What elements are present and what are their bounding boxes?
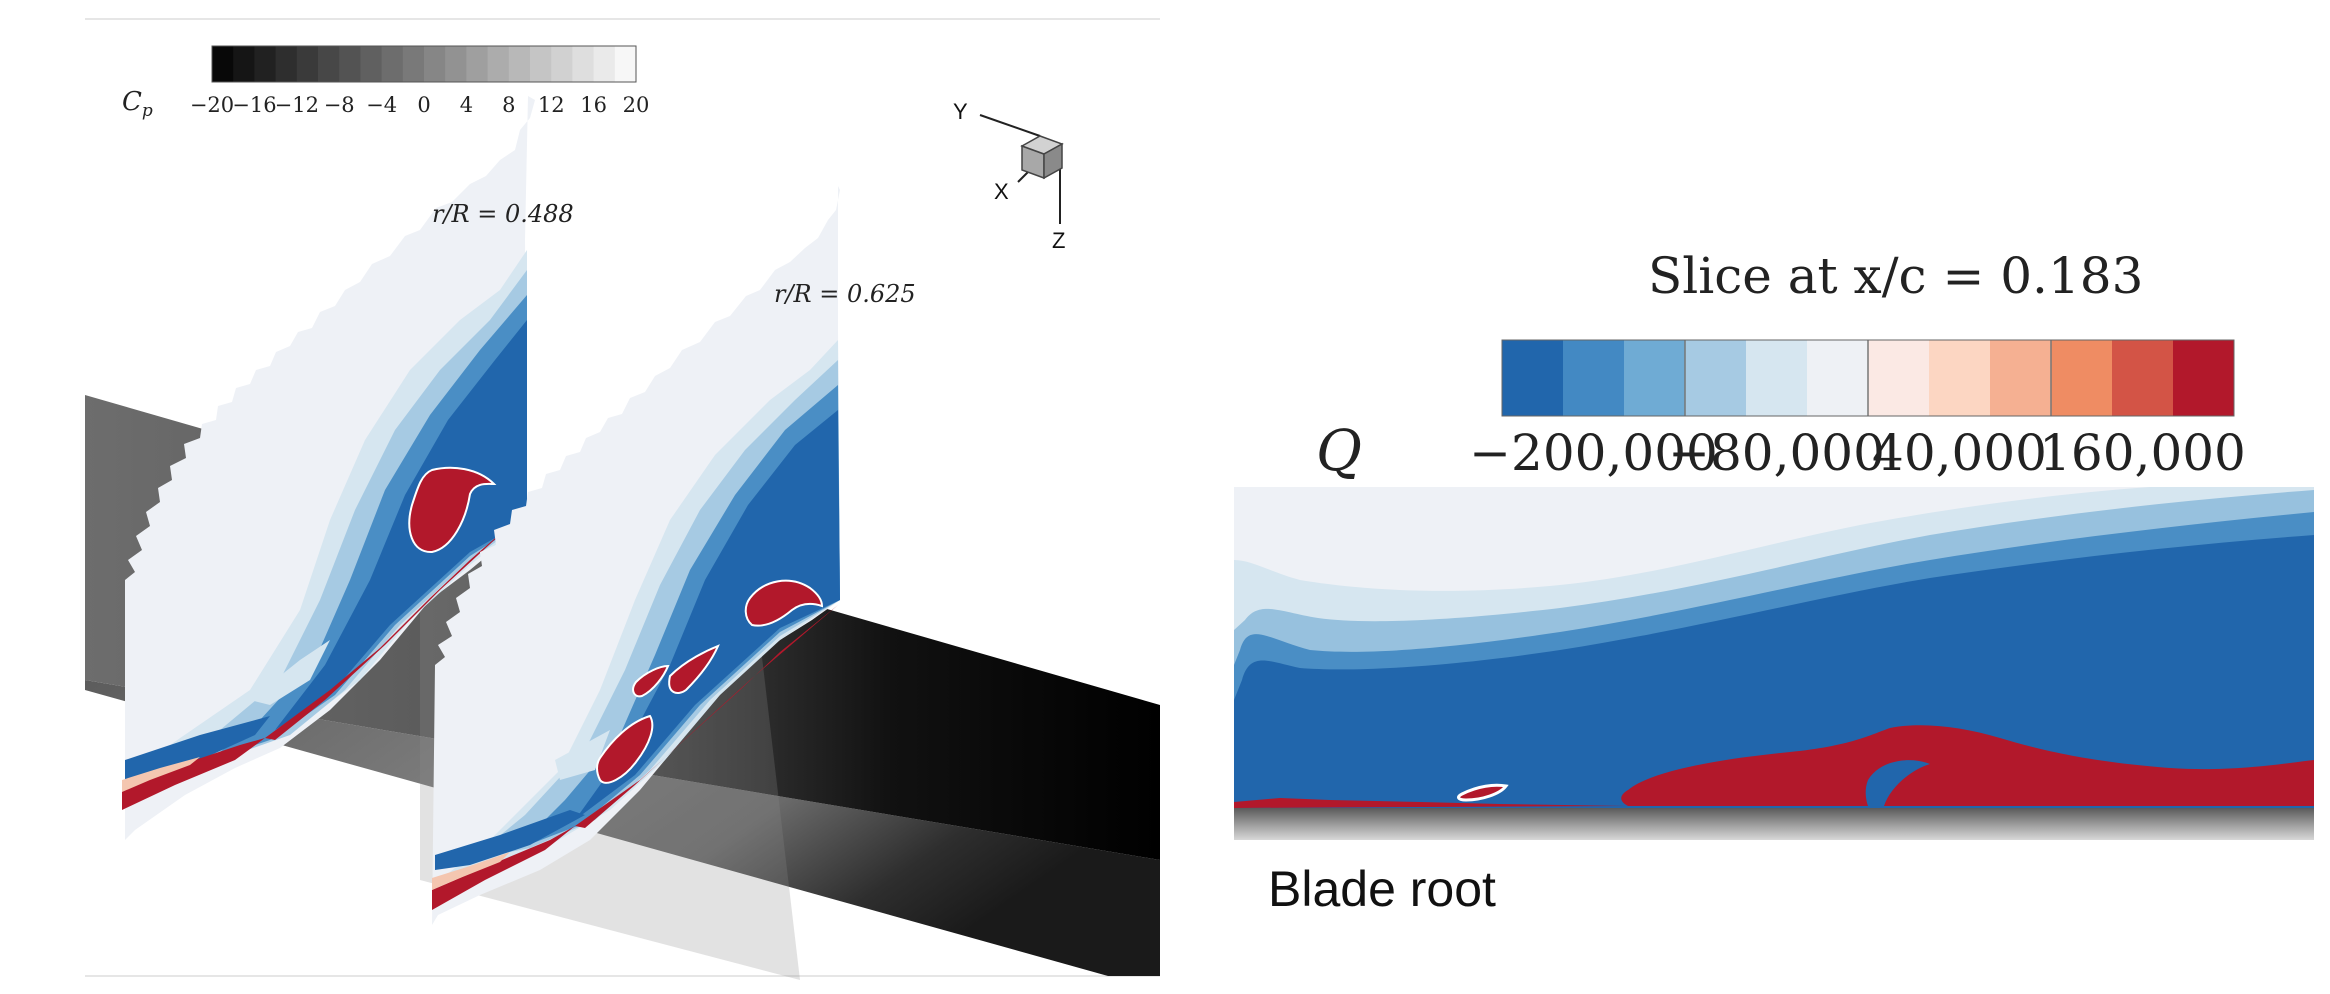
cp-colorbar-bin bbox=[614, 46, 637, 82]
left-panel: −20−16−12−8 −4 0 4 8 12 16 20 Cp Y X Z bbox=[85, 18, 1160, 980]
slice1-inner-light bbox=[250, 640, 330, 705]
axes-triad: Y X Z bbox=[953, 99, 1065, 253]
q-colorbar-tick-label: −80,000 bbox=[1668, 424, 1885, 482]
q-red-strip-wall bbox=[1234, 798, 1628, 808]
q-colorbar-bin bbox=[2051, 340, 2113, 416]
cp-colorbar-tick-label: −16 bbox=[232, 93, 276, 117]
slice-title: Slice at x/c = 0.183 bbox=[1648, 247, 2143, 305]
q-colorbar-bins bbox=[1502, 340, 2235, 416]
cp-colorbar-tick-label: −8 bbox=[324, 93, 355, 117]
blade-lower-face bbox=[85, 680, 1160, 976]
cp-colorbar-bin bbox=[424, 46, 446, 82]
cp-colorbar-bin bbox=[402, 46, 425, 82]
triad-cube-side bbox=[1043, 142, 1063, 180]
cp-colorbar-bin bbox=[318, 46, 340, 82]
cp-colorbar-bin bbox=[508, 46, 531, 82]
cp-colorbar-bin bbox=[254, 46, 277, 82]
cp-colorbar-ticks: −20−16−12−8 −4 0 4 8 12 16 20 bbox=[190, 93, 650, 117]
q-colorbar-tick-label: −200,000 bbox=[1469, 424, 1718, 482]
cp-colorbar-tick-label: 12 bbox=[538, 93, 565, 117]
cp-colorbar-tick-label: −20 bbox=[190, 93, 234, 117]
cp-colorbar-bin bbox=[275, 46, 298, 82]
slice1-core bbox=[275, 320, 527, 730]
cp-colorbar-bin bbox=[572, 46, 595, 82]
blade-root-surface bbox=[1234, 808, 2314, 840]
cp-colorbar: −20−16−12−8 −4 0 4 8 12 16 20 Cp bbox=[122, 45, 650, 121]
q-colorbar-bin bbox=[1868, 340, 1930, 416]
cp-colorbar-bin bbox=[530, 46, 552, 82]
cp-colorbar-frame bbox=[211, 45, 637, 83]
slice1-red-strip-lower bbox=[122, 738, 265, 810]
cp-colorbar-bin bbox=[551, 46, 573, 82]
cp-colorbar-label: Cp bbox=[122, 87, 153, 121]
cp-colorbar-tick-label: 16 bbox=[580, 93, 607, 117]
slice2-red-strip-lower bbox=[432, 826, 575, 910]
cp-colorbar-bin bbox=[296, 46, 319, 82]
q-red-blob-small bbox=[1457, 783, 1509, 802]
slice2-vortex-red-mid1 bbox=[668, 644, 720, 694]
cp-colorbar-tick-label: 0 bbox=[417, 93, 430, 117]
slice1-label: r/R = 0.488 bbox=[432, 200, 574, 228]
triad-label-z: Z bbox=[1052, 228, 1065, 253]
cp-colorbar-bin bbox=[445, 46, 467, 82]
cp-colorbar-tick-label: 4 bbox=[460, 93, 473, 117]
cp-colorbar-bin bbox=[593, 46, 616, 82]
slice1-light-band bbox=[175, 270, 527, 765]
q-colorbar-label: Q bbox=[1316, 419, 1362, 484]
q-colorbar-bin bbox=[1563, 340, 1625, 416]
cp-colorbar-tick-label: −12 bbox=[275, 93, 319, 117]
slice1-vortex-red-top bbox=[408, 466, 497, 554]
right-panel: Slice at x/c = 0.183 Q −200,000−80,00040… bbox=[1234, 247, 2314, 917]
slice1-mid-band bbox=[210, 295, 527, 760]
slice2-outer bbox=[432, 186, 840, 925]
blade-root-annotation: Blade root bbox=[1268, 861, 1496, 917]
q-colorbar-bin bbox=[1502, 340, 1564, 416]
cp-colorbar-bin bbox=[233, 46, 255, 82]
cp-colorbar-bin bbox=[487, 46, 510, 82]
slice1-red-strip-edge bbox=[122, 757, 200, 792]
q-colorbar-bin bbox=[2173, 340, 2235, 416]
slice2-inner-pale bbox=[555, 730, 610, 780]
triad-label-y: Y bbox=[953, 99, 968, 124]
cp-colorbar-tick-label: 20 bbox=[623, 93, 650, 117]
slice2-lower-blue bbox=[435, 810, 585, 870]
q-colorbar-tick-label: 40,000 bbox=[1872, 424, 2047, 482]
triad-label-x: X bbox=[994, 179, 1009, 204]
slice2-red-strip-edge bbox=[432, 852, 510, 890]
slice2-vortex-red-mid3 bbox=[632, 664, 670, 698]
slice1-outer bbox=[125, 96, 535, 840]
cp-colorbar-tick-label: −4 bbox=[366, 93, 397, 117]
q-colorbar-frame bbox=[1501, 339, 2235, 417]
slice1-pale-band bbox=[135, 250, 527, 775]
slice2-vortex-red-top bbox=[744, 579, 824, 627]
q-colorbar-bin bbox=[1685, 340, 1747, 416]
slice2-vortex-red-mid2 bbox=[596, 714, 654, 784]
slice2-core bbox=[575, 410, 840, 820]
q-red-region-main bbox=[1621, 725, 2314, 806]
q-colorbar-bin bbox=[1624, 340, 1686, 416]
q-colorbar-bin bbox=[2112, 340, 2174, 416]
slice-r-0-625: r/R = 0.625 bbox=[432, 186, 916, 925]
cp-colorbar-bin bbox=[381, 46, 404, 82]
q-colorbar-bin bbox=[1807, 340, 1869, 416]
cp-colorbar-bins bbox=[212, 46, 637, 82]
cp-colorbar-bin bbox=[212, 46, 234, 82]
cp-colorbar-bin bbox=[360, 46, 383, 82]
slice2-label: r/R = 0.625 bbox=[774, 280, 916, 308]
slice1-lower-blue bbox=[125, 716, 270, 780]
q-colorbar-bin bbox=[1746, 340, 1808, 416]
q-colorbar-bin bbox=[1990, 340, 2052, 416]
slice2-red-strip-bottom bbox=[575, 605, 838, 828]
cp-colorbar-bin bbox=[339, 46, 361, 82]
q-colorbar-tick-label: 160,000 bbox=[2039, 424, 2246, 482]
cp-colorbar-bin bbox=[466, 46, 489, 82]
q-contour-slice bbox=[1234, 487, 2314, 840]
q-colorbar-bin bbox=[1929, 340, 1991, 416]
q-band-whitish bbox=[1234, 487, 2150, 591]
cp-colorbar-tick-label: 8 bbox=[502, 93, 515, 117]
